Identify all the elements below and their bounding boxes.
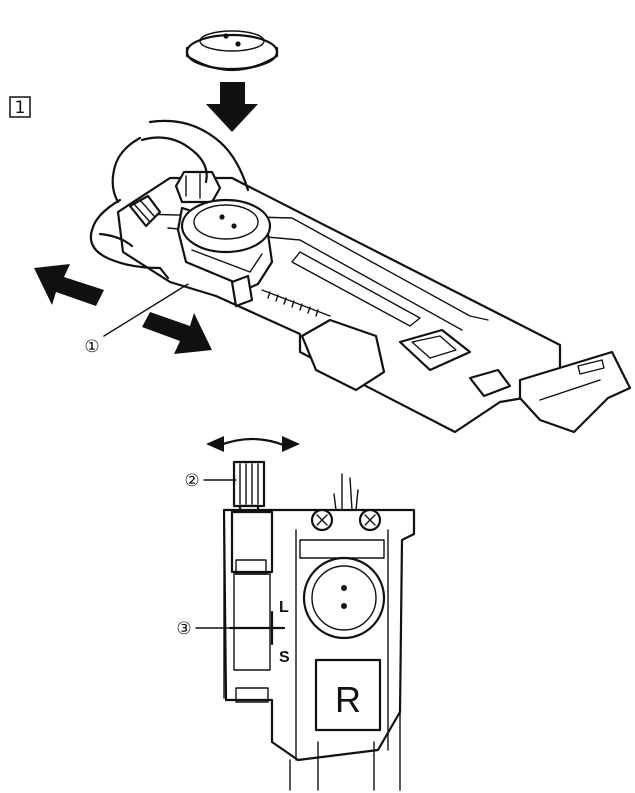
callout-1: ①	[84, 283, 189, 357]
foot-letter: R	[335, 679, 361, 720]
buttonhole-foot	[116, 170, 632, 434]
scale-label-short: S	[279, 649, 290, 666]
rotate-arrow-icon	[206, 436, 300, 452]
slider-scale	[261, 289, 331, 317]
hand-illustration	[89, 119, 250, 280]
callout-3: ③	[176, 619, 231, 639]
callout-2: ②	[184, 471, 237, 491]
scale-label-long: L	[279, 599, 289, 616]
step-marker: 1	[9, 96, 31, 118]
down-arrow-icon	[206, 82, 258, 132]
step-marker-number: 1	[15, 98, 26, 118]
left-arrow-icon	[34, 264, 104, 306]
callout-3-label: ③	[176, 619, 191, 639]
right-arrow-icon	[142, 312, 212, 354]
callout-2-label: ②	[184, 471, 199, 491]
callout-1-label: ①	[84, 337, 99, 357]
foot-closeup: L S R	[222, 473, 416, 791]
button-top	[185, 30, 279, 71]
adjustment-dial	[232, 460, 266, 516]
